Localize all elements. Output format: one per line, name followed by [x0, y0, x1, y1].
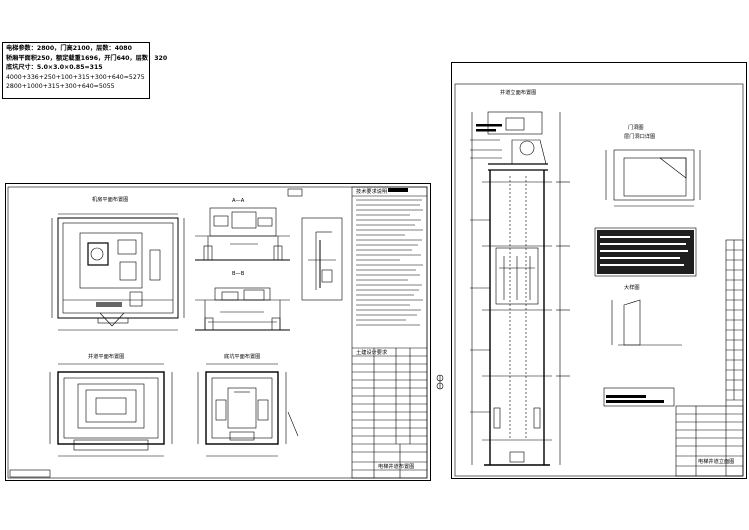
right-notes-panel: [594, 227, 697, 277]
title-spec-table: 土建设计要求: [356, 350, 388, 356]
right-legend-box: [603, 387, 675, 407]
left-inner-frame: [7, 186, 428, 479]
hoistway-elevation: [470, 111, 570, 466]
door-section: [605, 149, 701, 207]
section-bb: [195, 287, 290, 331]
small-detail: [301, 217, 343, 301]
left-tab: [287, 188, 303, 197]
spec-note-line-4: 4000+336+250+100+315+300+640=5275: [6, 73, 145, 81]
hoistway-plan: [49, 363, 173, 457]
right-notes-line-1: [600, 236, 690, 238]
left-tag-fill: [388, 188, 408, 192]
section-aa: [195, 207, 290, 261]
elev-label-bar-2: [476, 129, 496, 132]
pit-plan: [197, 363, 299, 457]
spec-note-box: 电梯参数：2800，门高2100，层数：4080 轿厢平面积250，额定载重16…: [2, 42, 168, 99]
title-hoistway-plan: 井道平面布置图: [88, 354, 125, 360]
machine-room-plan: [51, 213, 185, 331]
spec-note-line-1: 电梯参数：2800，门高2100，层数：4080: [6, 45, 132, 52]
right-notes-line-2: [600, 243, 686, 245]
right-title-block-label: 电梯井道立面图: [698, 459, 735, 465]
plan-label-fill: [96, 302, 122, 307]
right-notes-line-3: [600, 250, 688, 252]
spec-note-line-3: 底坑尺寸：5.0×3.0×0.85=315: [6, 64, 103, 72]
detail-drawing: [611, 299, 682, 346]
title-section-aa: A—A: [232, 198, 245, 204]
sheet-link-symbol: [436, 374, 444, 390]
title-pit-plan: 底坑平面布置图: [224, 354, 261, 360]
right-notes-line-5: [600, 264, 684, 266]
left-bottom-tag: [9, 469, 51, 478]
title-detail: 大样图: [624, 285, 640, 291]
spec-note-line-2: 轿厢平面积250，额定载重1696，开门640，层数：320: [6, 54, 168, 62]
left-notes-text-lines: [356, 199, 423, 326]
left-title-block-label: 电梯井道布置图: [378, 464, 415, 470]
title-elevation: 井道立面布置图: [500, 90, 537, 96]
elev-label-bar-1: [476, 124, 502, 127]
left-drawing-sheet: [5, 183, 431, 481]
title-door-sub: 层门洞口详图: [624, 134, 656, 140]
legend-bar-2: [606, 400, 664, 403]
title-notes: 技术要求说明: [356, 189, 388, 195]
legend-bar-1: [606, 395, 646, 398]
right-drawing-sheet: [451, 62, 747, 479]
right-inner-frame: [454, 83, 744, 477]
right-notes-line-4: [600, 257, 680, 259]
title-section-bb: B—B: [232, 271, 245, 277]
spec-note-line-5: 2800+1000+315+300+640=5055: [6, 83, 115, 91]
title-machine-room-plan: 机房平面布置图: [92, 197, 129, 203]
left-notes-table: [351, 186, 428, 479]
right-title-block: [675, 239, 744, 477]
title-door-section: 门洞图: [628, 125, 644, 131]
